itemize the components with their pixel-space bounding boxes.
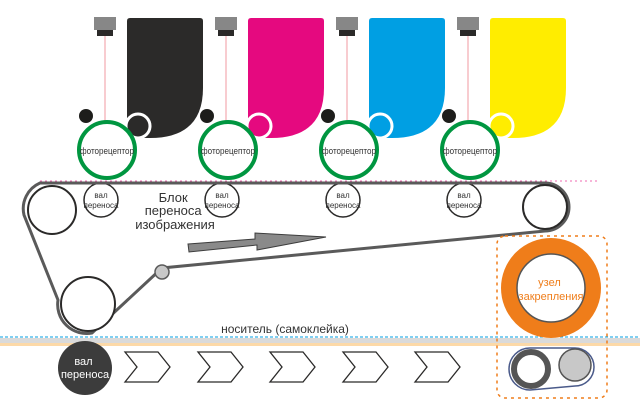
bottom-transfer-roller-label: вал переноса bbox=[61, 356, 110, 381]
tension-roller bbox=[154, 264, 170, 280]
belt-roller-right bbox=[522, 184, 568, 230]
toner-cartridge bbox=[127, 18, 203, 138]
laser-lens bbox=[97, 30, 113, 36]
charge-roller bbox=[200, 109, 214, 123]
developer-roller bbox=[124, 112, 152, 140]
fuser-roller-inner bbox=[516, 253, 586, 323]
toner-cartridge bbox=[248, 18, 324, 138]
photoreceptor-label: фоторецептор bbox=[80, 146, 134, 157]
fuser-pressure-belt bbox=[508, 347, 595, 391]
media-direction-chevron bbox=[268, 351, 316, 383]
photoreceptor-drum bbox=[77, 120, 137, 180]
charge-roller bbox=[442, 109, 456, 123]
transfer-roller bbox=[446, 182, 482, 218]
fuser-label: узел закрепления bbox=[519, 277, 584, 303]
belt-label: Блок переноса изображения bbox=[135, 190, 215, 232]
photoreceptor-label: фоторецептор bbox=[322, 146, 376, 157]
photoreceptor-drum bbox=[440, 120, 500, 180]
media-strip bbox=[0, 338, 640, 343]
laser-icon bbox=[94, 17, 116, 30]
belt-roller-left bbox=[27, 185, 77, 235]
developer-roller bbox=[366, 112, 394, 140]
belt-direction-arrow bbox=[187, 232, 327, 253]
photoreceptor-drum bbox=[319, 120, 379, 180]
bottom-transfer-roller bbox=[58, 341, 112, 395]
charge-roller bbox=[321, 109, 335, 123]
toner-cartridge bbox=[369, 18, 445, 138]
media-direction-chevron bbox=[413, 351, 461, 383]
fuser-roller bbox=[501, 238, 601, 338]
media-backing bbox=[0, 343, 640, 346]
laser-icon bbox=[215, 17, 237, 30]
laser-icon bbox=[457, 17, 479, 30]
laser-icon bbox=[336, 17, 358, 30]
laser-lens bbox=[460, 30, 476, 36]
photoreceptor-drum bbox=[198, 120, 258, 180]
toner-cartridge bbox=[490, 18, 566, 138]
media-direction-chevron bbox=[196, 351, 244, 383]
transfer-belt bbox=[21, 181, 571, 335]
pressure-roller-dark bbox=[511, 349, 551, 389]
transfer-roller bbox=[204, 182, 240, 218]
laser-lens bbox=[218, 30, 234, 36]
photoreceptor-label: фоторецептор bbox=[201, 146, 255, 157]
belt-roller-lower bbox=[60, 276, 116, 332]
developer-roller bbox=[245, 112, 273, 140]
photoreceptor-label: фоторецептор bbox=[443, 146, 497, 157]
transfer-roller bbox=[325, 182, 361, 218]
transfer-roller bbox=[83, 182, 119, 218]
media-label: носитель (самоклейка) bbox=[221, 322, 349, 336]
media-direction-chevron bbox=[341, 351, 389, 383]
media-direction-chevron bbox=[123, 351, 171, 383]
developer-roller bbox=[487, 112, 515, 140]
charge-roller bbox=[79, 109, 93, 123]
pressure-roller-grey bbox=[558, 348, 592, 382]
laser-lens bbox=[339, 30, 355, 36]
